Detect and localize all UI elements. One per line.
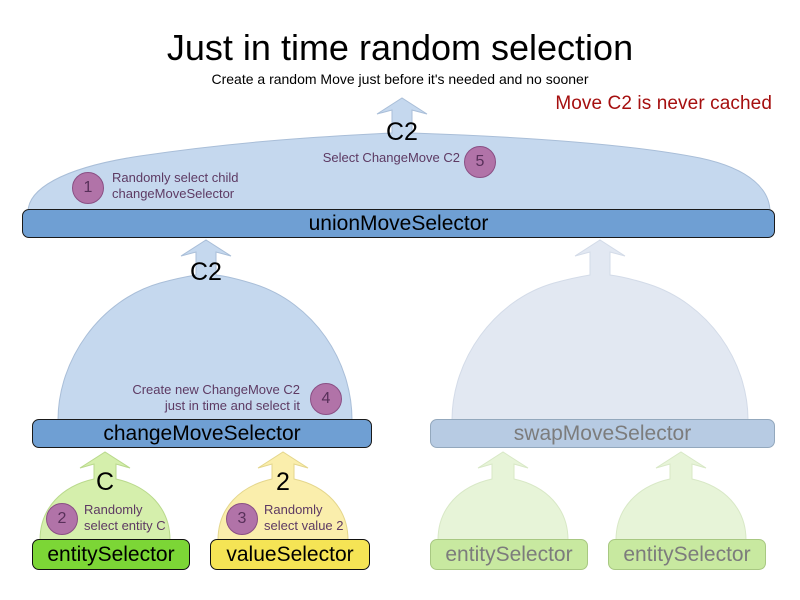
node-swap-move-selector[interactable]: swapMoveSelector xyxy=(430,419,775,448)
flow-label-union-to-change: C2 xyxy=(190,258,222,286)
annotation-1-line2: changeMoveSelector xyxy=(112,186,235,201)
node-entity-selector-swap-2[interactable]: entitySelector xyxy=(608,539,766,570)
node-union-move-selector[interactable]: unionMoveSelector xyxy=(22,209,775,238)
node-entity-selector-change[interactable]: entitySelector xyxy=(32,539,190,570)
annotation-1-badge: 1 xyxy=(72,172,104,204)
node-entity-selector-swap-1[interactable]: entitySelector xyxy=(430,539,588,570)
annotation-3-line1: Randomly xyxy=(264,502,323,517)
flow-label-value-out: 2 xyxy=(276,468,290,496)
node-value-selector-change[interactable]: valueSelector xyxy=(210,539,370,570)
arrow-swap-to-union xyxy=(451,239,749,421)
annotation-1-line1: Randomly select child xyxy=(112,170,239,185)
annotation-4-text: Create new ChangeMove C2 just in time an… xyxy=(108,382,300,414)
annotation-3-text: Randomly select value 2 xyxy=(264,502,374,534)
annotation-2-text: Randomly select entity C xyxy=(84,502,194,534)
annotation-4-line2: just in time and select it xyxy=(164,398,300,413)
page-title: Just in time random selection xyxy=(166,27,634,68)
arrow-change-to-union xyxy=(57,239,353,421)
node-change-move-selector[interactable]: changeMoveSelector xyxy=(32,419,372,448)
arrow-union-output xyxy=(27,97,771,213)
annotation-2-badge: 2 xyxy=(46,503,78,535)
annotation-1-text: Randomly select child changeMoveSelector xyxy=(112,170,322,202)
arrow-entity-swap-1 xyxy=(437,451,569,541)
annotation-3-line2: select value 2 xyxy=(264,518,344,533)
flow-label-top-out: C2 xyxy=(386,118,418,146)
annotation-2-line2: select entity C xyxy=(84,518,166,533)
cache-note: Move C2 is never cached xyxy=(555,93,772,114)
annotation-5-badge: 5 xyxy=(464,146,496,178)
annotation-3-badge: 3 xyxy=(226,503,258,535)
annotation-4-line1: Create new ChangeMove C2 xyxy=(132,382,300,397)
page-subtitle: Create a random Move just before it's ne… xyxy=(211,71,589,87)
annotation-5-line1: Select ChangeMove C2 xyxy=(322,150,460,165)
annotation-5-text: Select ChangeMove C2 xyxy=(300,150,460,166)
flow-label-entity-out: C xyxy=(96,468,115,496)
arrow-entity-swap-2 xyxy=(615,451,747,541)
annotation-2-line1: Randomly xyxy=(84,502,143,517)
annotation-4-badge: 4 xyxy=(310,383,342,415)
